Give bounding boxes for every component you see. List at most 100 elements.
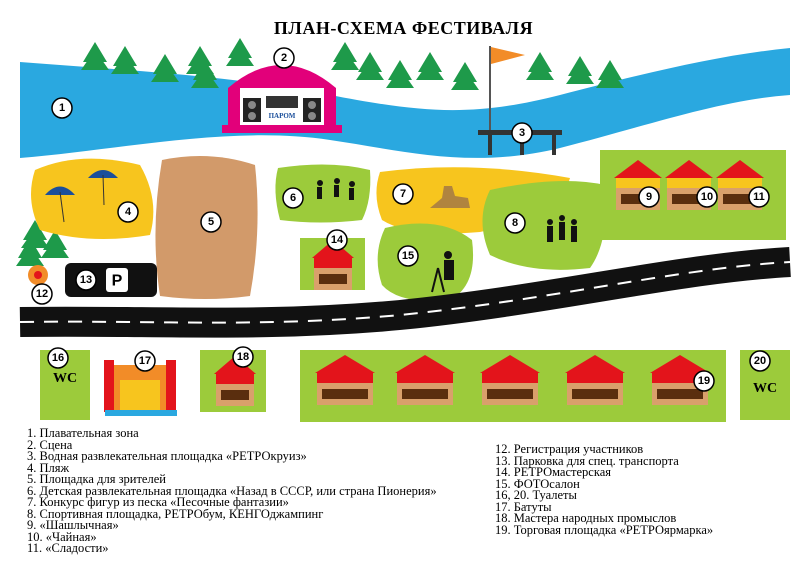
legend-item: 12. Регистрация участников [495, 442, 644, 456]
marker-16[interactable]: 16 [47, 347, 69, 369]
tree-icon [331, 42, 359, 70]
marker-2[interactable]: 2 [273, 47, 295, 69]
tree-icon [16, 238, 44, 266]
marker-number: 20 [754, 355, 766, 367]
marker-11[interactable]: 11 [748, 186, 770, 208]
tree-icon [151, 54, 179, 82]
marker-1[interactable]: 1 [51, 97, 73, 119]
legend-item: 13. Парковка для спец. транспорта [495, 453, 679, 468]
marker-20[interactable]: 20 [749, 350, 771, 372]
tree-icon [526, 52, 554, 80]
marker-12[interactable]: 12 [31, 283, 53, 305]
tree-icon [81, 42, 109, 70]
marker-number: 1 [59, 102, 65, 114]
stage-sign: ПАРОМ [269, 112, 296, 120]
umbrella-icon [45, 186, 75, 223]
marker-8[interactable]: 8 [504, 212, 526, 234]
marker-3[interactable]: 3 [511, 122, 533, 144]
marker-17[interactable]: 17 [134, 350, 156, 372]
marker-number: 4 [125, 206, 132, 218]
marker-number: 19 [698, 375, 710, 387]
tree-icon [566, 56, 594, 84]
tree-icon [416, 52, 444, 80]
legend-item: 3. Водная развлекательная площадка «РЕТР… [27, 449, 307, 463]
tree-icon [451, 62, 479, 90]
legend-item: 10. «Чайная» [27, 529, 97, 544]
marker-number: 17 [139, 355, 151, 367]
legend-item: 11. «Сладости» [27, 541, 109, 555]
marker-9[interactable]: 9 [638, 186, 660, 208]
legend-item: 18. Мастера народных промыслов [495, 511, 677, 525]
marker-number: 7 [400, 188, 406, 200]
legend-item: 6. Детская развлекательная площадка «Наз… [27, 483, 437, 498]
marker-number: 8 [512, 217, 518, 229]
marker-number: 3 [519, 127, 525, 139]
marker-number: 5 [208, 216, 214, 228]
legend-right: 12. Регистрация участников 13. Парковка … [495, 442, 713, 536]
marker-7[interactable]: 7 [392, 183, 414, 205]
marker-number: 10 [701, 191, 713, 203]
stall-house-icon [565, 355, 625, 405]
tree-icon [21, 220, 49, 248]
stall-house-icon [315, 355, 375, 405]
stage[interactable]: ПАРОМ [222, 65, 342, 133]
wc-label: WC [753, 381, 777, 396]
legend-item: 14. РЕТРОмастерская [495, 465, 612, 479]
zone-beach [31, 158, 154, 239]
marker-5[interactable]: 5 [200, 211, 222, 233]
marker-10[interactable]: 10 [696, 186, 718, 208]
tree-icon [356, 52, 384, 80]
legend-item: 5. Площадка для зрителей [27, 472, 166, 486]
zone-sport [482, 181, 606, 270]
stall-house-icon [395, 355, 455, 405]
marker-number: 12 [36, 288, 48, 300]
legend-item: 2. Сцена [27, 437, 73, 452]
marker-18[interactable]: 18 [232, 346, 254, 368]
legend-item: 17. Батуты [495, 499, 552, 514]
legend-item: 15. ФОТОсалон [495, 476, 580, 491]
marker-13[interactable]: 13 [75, 269, 97, 291]
map-title: ПЛАН-СХЕМА ФЕСТИВАЛЯ [273, 18, 534, 38]
legend-item: 1. Плавательная зона [27, 426, 139, 440]
legend-item: 7. Конкурс фигур из песка «Песочные фант… [27, 495, 289, 509]
legend-item: 8. Спортивная площадка, РЕТРОбум, КЕНГОд… [27, 506, 324, 521]
marker-number: 14 [331, 234, 344, 246]
trees [16, 38, 624, 266]
wc-label: WC [53, 371, 77, 386]
legend-item: 16, 20. Туалеты [495, 488, 577, 502]
legend-item: 9. «Шашлычная» [27, 518, 119, 532]
umbrella-icon [88, 170, 118, 206]
marker-number: 16 [52, 352, 64, 364]
road [19, 247, 791, 338]
marker-number: 18 [237, 351, 249, 363]
marker-15[interactable]: 15 [397, 245, 419, 267]
tree-icon [226, 38, 254, 66]
marker-4[interactable]: 4 [117, 201, 139, 223]
marker-19[interactable]: 19 [693, 370, 715, 392]
sphinx-icon [430, 186, 470, 208]
marker-6[interactable]: 6 [282, 187, 304, 209]
tree-icon [386, 60, 414, 88]
zone-kids [275, 164, 371, 223]
marker-number: 11 [753, 191, 765, 203]
stall-house-icon [214, 356, 256, 406]
zone-photo [377, 223, 474, 301]
stall-house-icon [650, 355, 710, 405]
bouncy-castle-icon [104, 360, 177, 416]
stall-house-icon [480, 355, 540, 405]
tree-icon [111, 46, 139, 74]
marker-number: 6 [290, 192, 296, 204]
marker-number: 9 [646, 191, 652, 203]
marker-number: 13 [80, 274, 92, 286]
legend-item: 4. Пляж [27, 460, 70, 475]
marker-number: 2 [281, 52, 287, 64]
tree-icon [191, 60, 219, 88]
stalls [214, 160, 764, 406]
parking-icon: P [112, 273, 123, 290]
tree-icon [41, 230, 69, 258]
tree-icon [596, 60, 624, 88]
river [20, 48, 790, 158]
marker-14[interactable]: 14 [326, 229, 348, 251]
people-silhouettes [317, 178, 577, 293]
